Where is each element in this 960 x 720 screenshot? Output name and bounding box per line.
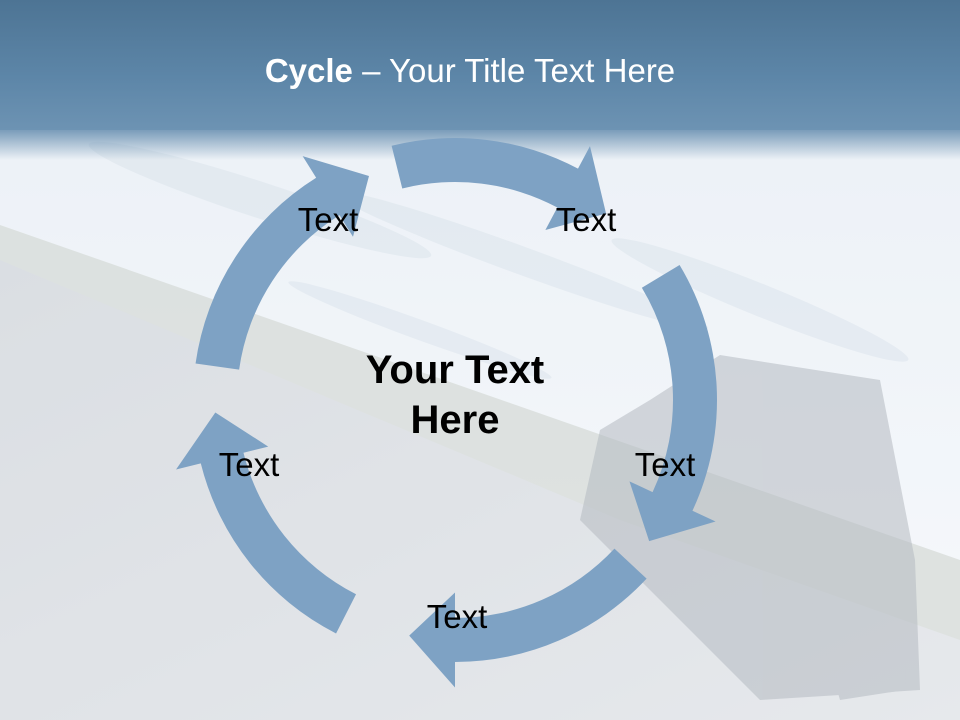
cycle-arrow bbox=[409, 548, 647, 688]
slide-title: Cycle – Your Title Text Here bbox=[0, 52, 940, 90]
title-rest: – Your Title Text Here bbox=[352, 52, 676, 89]
cycle-node-label: Text bbox=[426, 598, 488, 635]
cycle-node-label: Text bbox=[297, 201, 359, 238]
cycle-node-label: Text bbox=[555, 201, 617, 238]
center-text-line1: Your Text bbox=[365, 348, 545, 392]
title-bold: Cycle bbox=[264, 52, 353, 89]
cycle-arrow bbox=[391, 138, 607, 231]
cycle-node-label: Text bbox=[218, 446, 280, 483]
cycle-arrow bbox=[176, 412, 357, 634]
center-text-line2: Here bbox=[410, 398, 500, 442]
cycle-arrow bbox=[195, 156, 369, 370]
center-text: Your Text Here bbox=[325, 345, 585, 445]
cycle-arrow bbox=[629, 265, 717, 542]
cycle-node-label: Text bbox=[634, 446, 696, 483]
